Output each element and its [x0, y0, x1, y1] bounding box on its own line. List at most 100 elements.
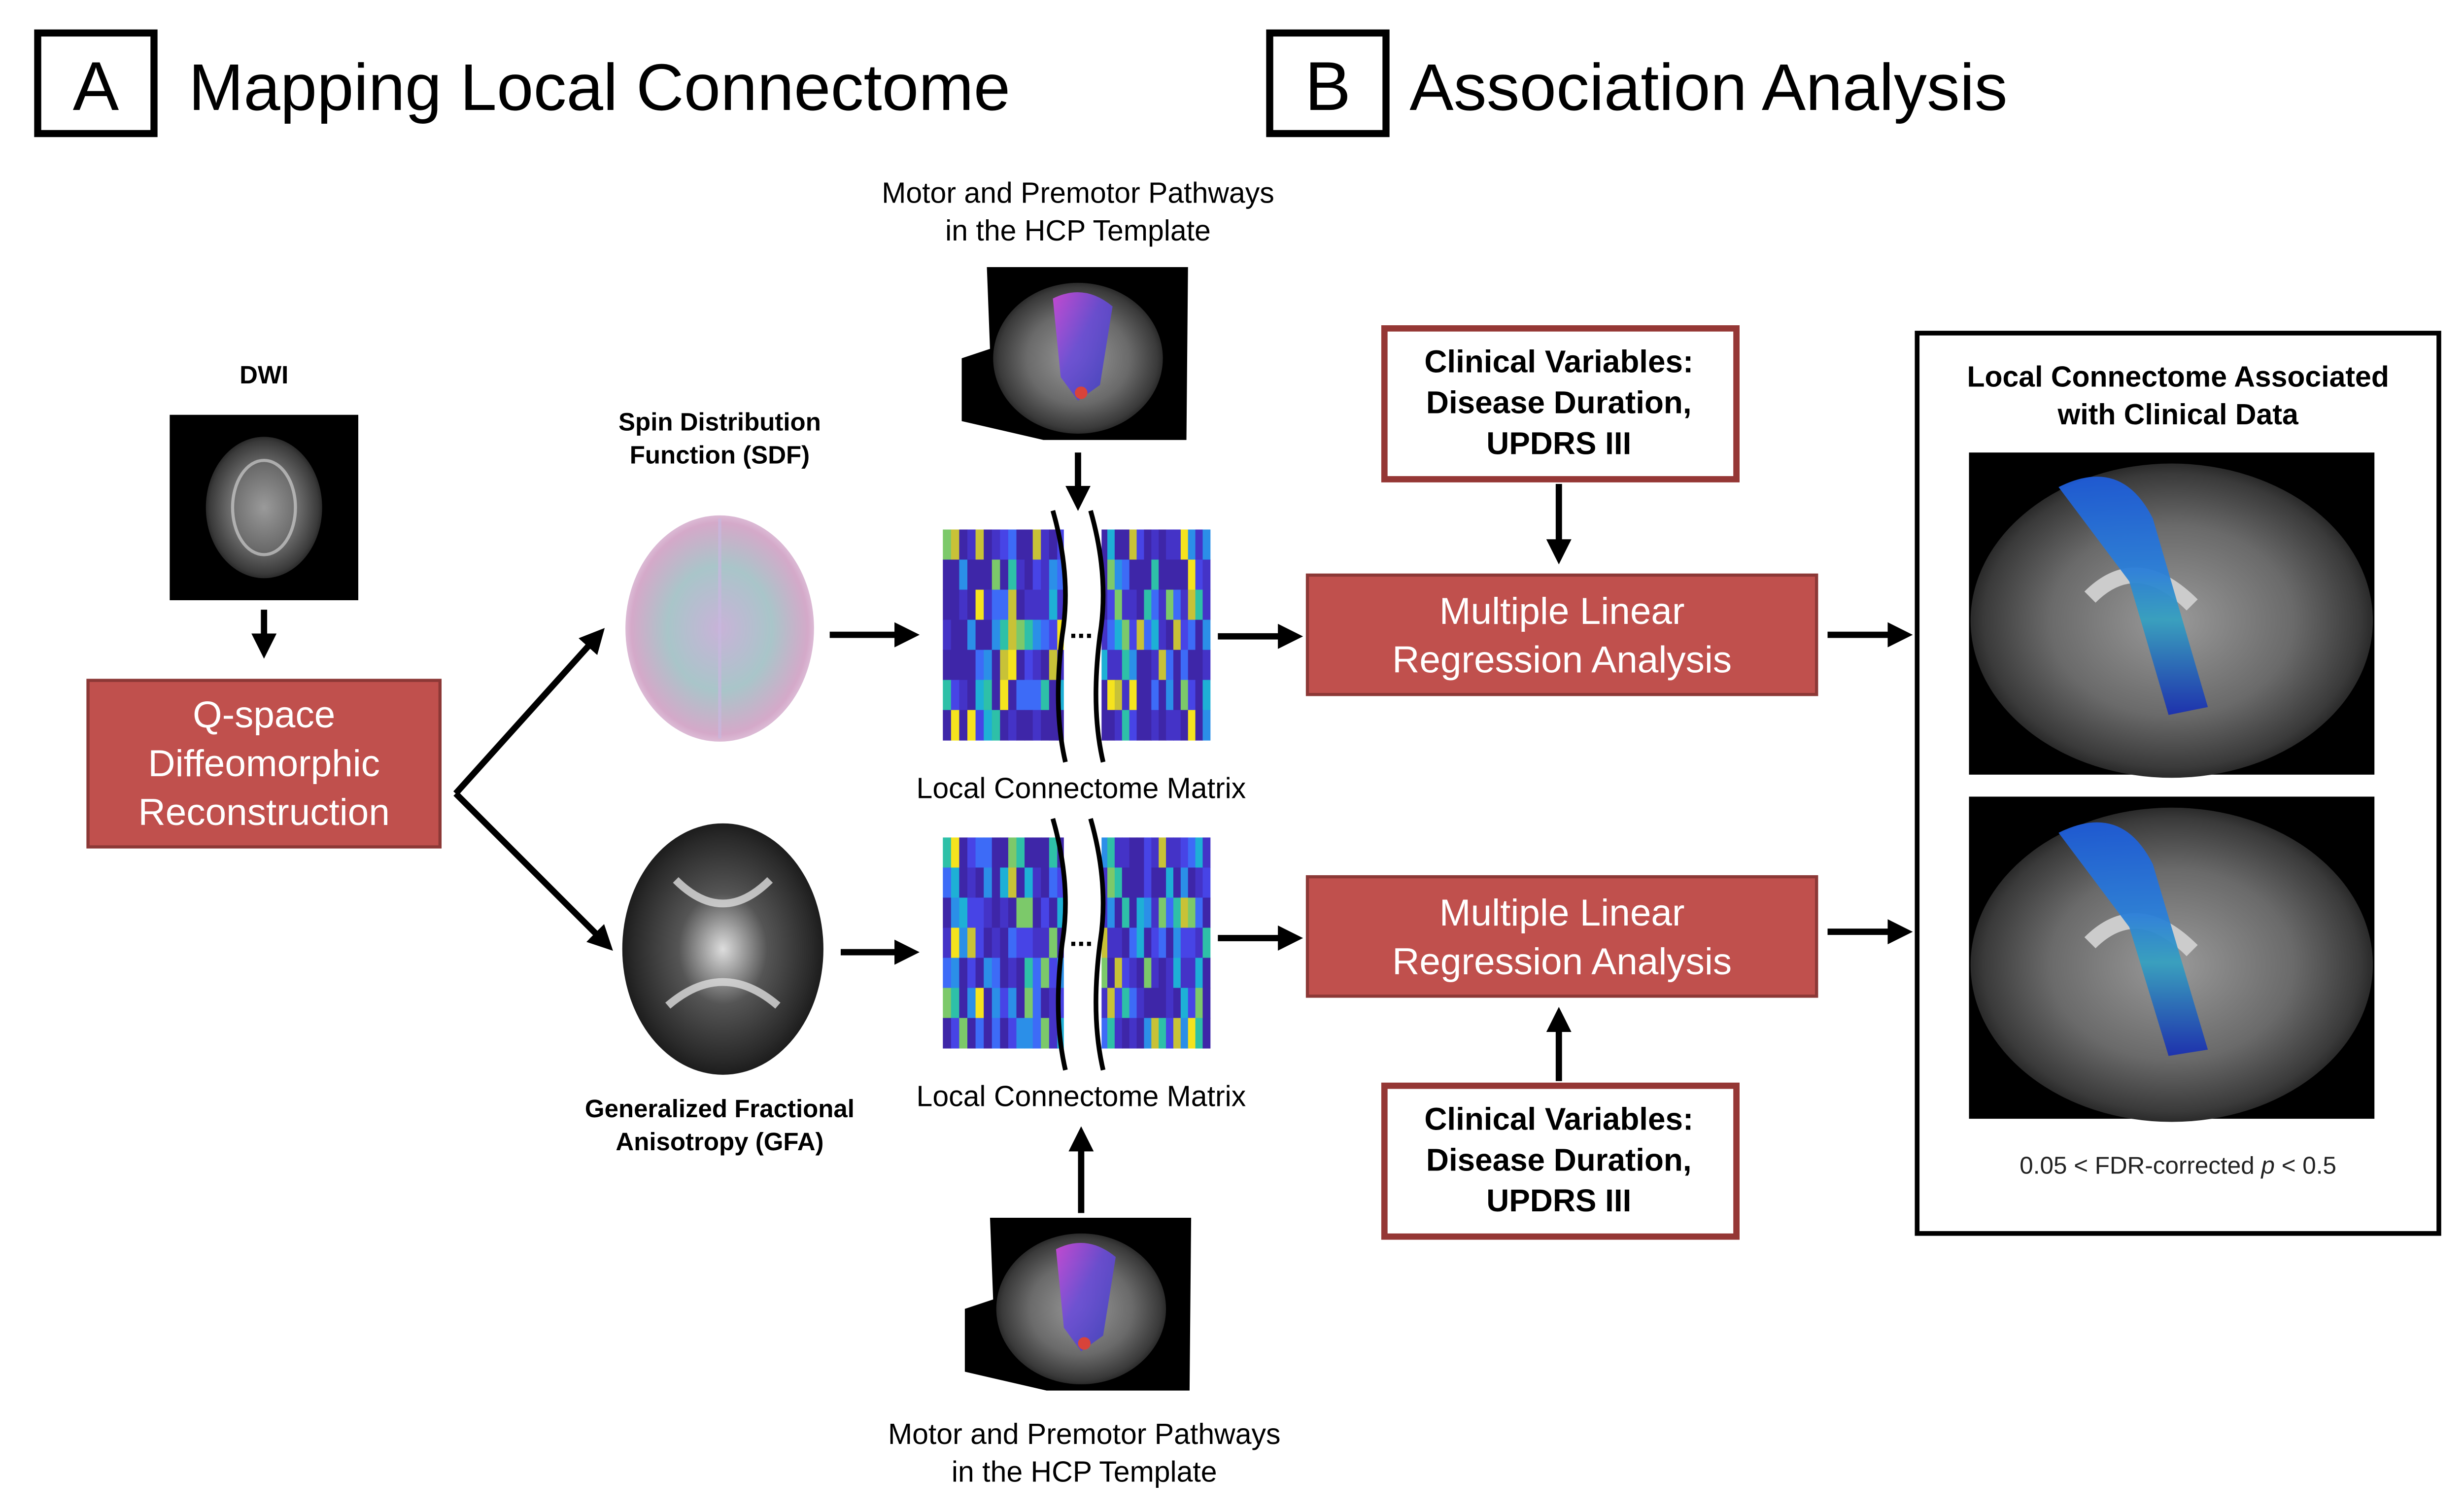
matrix-cell	[967, 837, 976, 868]
matrix-cell	[1000, 619, 1009, 651]
matrix-cell	[951, 529, 960, 560]
matrix-cell	[1195, 958, 1203, 989]
connectome-matrix-bottom: ...	[943, 818, 1211, 1071]
matrix-cell	[992, 1018, 1001, 1049]
matrix-cell	[984, 1018, 992, 1049]
dwi-block: DWI	[170, 361, 359, 659]
matrix-cell	[1151, 958, 1160, 989]
matrix-cell	[1144, 958, 1152, 989]
dwi-label: DWI	[240, 361, 288, 389]
matrix-break-line	[1088, 818, 1106, 1071]
matrix-cell	[1180, 837, 1189, 868]
matrix-cell	[1195, 589, 1203, 620]
matrix-cell	[1202, 927, 1211, 959]
gfa-label-1: Generalized Fractional	[585, 1095, 855, 1123]
matrix-cell	[975, 958, 985, 989]
matrix-cell	[1129, 837, 1137, 868]
matrix-cell	[1016, 529, 1026, 560]
arrow-qspace-to-sdf	[453, 628, 605, 796]
matrix-cell	[1008, 559, 1017, 590]
matrix-cell	[1041, 837, 1050, 868]
matrix-cell	[1041, 988, 1050, 1019]
matrix-cell	[1032, 650, 1042, 681]
qspace-line-3: Reconstruction	[138, 791, 390, 833]
matrix-cell	[1008, 837, 1017, 868]
section-b-header: B Association Analysis	[1266, 29, 2008, 137]
matrix-cell	[1195, 988, 1203, 1019]
matrix-cell	[1100, 680, 1108, 711]
section-a-title: Mapping Local Connectome	[189, 51, 1011, 124]
matrix-cell	[1151, 988, 1160, 1019]
matrix-cell	[951, 650, 960, 681]
sdf-label-1: Spin Distribution	[618, 408, 821, 436]
matrix-cell	[1122, 927, 1130, 959]
matrix-cell	[1202, 1018, 1211, 1049]
matrix-cell	[1180, 927, 1189, 959]
matrix-cell	[1041, 867, 1050, 898]
matrix-cell	[1032, 837, 1042, 868]
template-top-block: Motor and Premotor Pathways in the HCP T…	[882, 177, 1274, 511]
matrix-cell	[1041, 897, 1050, 928]
section-a-badge	[34, 29, 158, 137]
matrix-cell	[951, 897, 960, 928]
matrix-cell	[1025, 837, 1033, 868]
matrix-cell	[959, 680, 968, 711]
matrix-cell	[1107, 927, 1115, 959]
matrix-cell	[1025, 680, 1033, 711]
matrix-cell	[1107, 619, 1115, 651]
result-image-bottom	[1969, 796, 2375, 1122]
matrix-cell	[1016, 589, 1026, 620]
pvalue-caption: 0.05 < FDR-corrected p < 0.5	[2019, 1152, 2336, 1179]
matrix-break-line	[1088, 510, 1106, 763]
matrix-cell	[1180, 619, 1189, 651]
matrix-cell	[1032, 710, 1042, 741]
matrix-cell	[1188, 710, 1196, 741]
matrix-cell	[1114, 927, 1123, 959]
matrix-cell	[1122, 529, 1130, 560]
matrix-cell	[1025, 559, 1033, 590]
matrix-cell	[943, 650, 952, 681]
matrix-cell	[1159, 1018, 1167, 1049]
matrix-cell	[1008, 958, 1017, 989]
matrix-cell	[1166, 958, 1174, 989]
template-bottom-label-1: Motor and Premotor Pathways	[888, 1418, 1280, 1450]
matrix-cell	[984, 619, 992, 651]
matrix-cell	[1114, 529, 1123, 560]
matrix-cell	[959, 837, 968, 868]
matrix-cell	[975, 559, 985, 590]
matrix-cell	[1049, 559, 1058, 590]
matrix-cell	[1129, 867, 1137, 898]
matrix-cell	[984, 710, 992, 741]
matrix-cell	[1166, 529, 1174, 560]
matrix-cell	[1166, 1018, 1174, 1049]
tract-bottom-icon	[2058, 822, 2208, 1056]
matrix-cell	[1129, 1018, 1137, 1049]
matrix-top-label: Local Connectome Matrix	[917, 773, 1246, 805]
matrix-cell	[1159, 837, 1167, 868]
matrix-cell	[1129, 927, 1137, 959]
regression-bottom-box: Multiple Linear Regression Analysis	[1305, 875, 1818, 998]
template-top-label-1: Motor and Premotor Pathways	[882, 177, 1274, 209]
matrix-cell	[1159, 710, 1167, 741]
matrix-cell	[1114, 559, 1123, 590]
matrix-cell	[1166, 559, 1174, 590]
clinical-bottom-line-3: UPDRS III	[1486, 1183, 1631, 1218]
matrix-cell	[1008, 529, 1017, 560]
matrix-cell	[1173, 710, 1181, 741]
matrix-cell	[1008, 710, 1017, 741]
pvalue-var: p	[2260, 1152, 2274, 1179]
matrix-cell	[959, 650, 968, 681]
matrix-cell	[1122, 650, 1130, 681]
matrix-cell	[1151, 680, 1160, 711]
matrix-cell	[1032, 680, 1042, 711]
matrix-cell	[951, 680, 960, 711]
matrix-cell	[1180, 650, 1189, 681]
matrix-cell	[1114, 650, 1123, 681]
template-top-label-2: in the HCP Template	[945, 215, 1211, 247]
matrix-cell	[1032, 988, 1042, 1019]
matrix-cell	[1188, 529, 1196, 560]
matrix-cell	[1000, 559, 1009, 590]
matrix-cell	[992, 559, 1001, 590]
matrix-cell	[1136, 619, 1145, 651]
matrix-cell	[1151, 559, 1160, 590]
